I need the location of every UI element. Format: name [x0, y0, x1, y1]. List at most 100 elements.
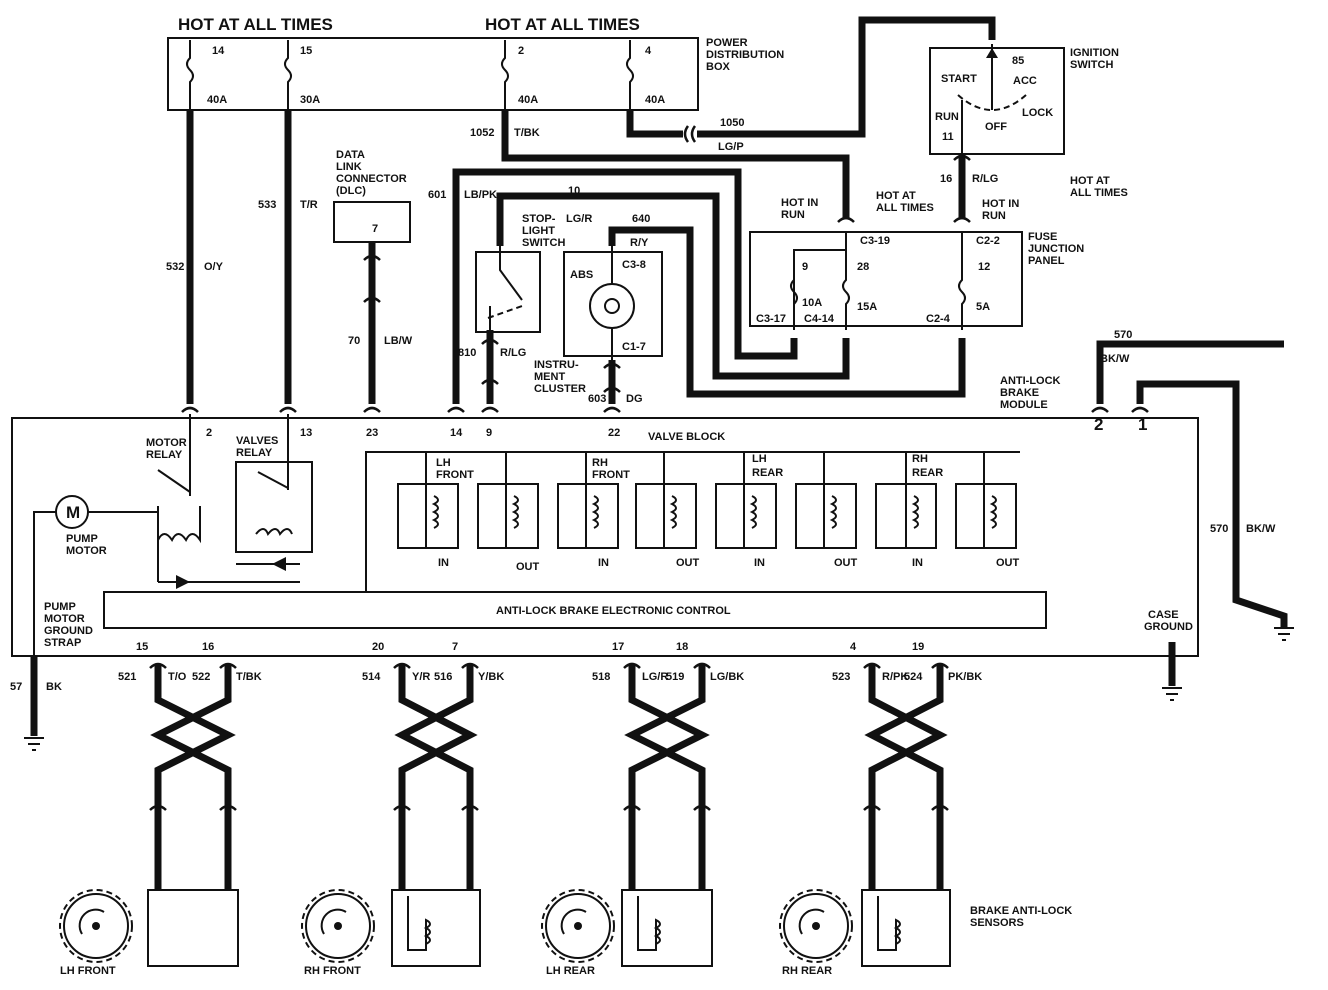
fuse-4-number: 4	[645, 45, 652, 57]
wire-1052: 1052 T/BK	[470, 110, 855, 223]
ground-strap-label-2: MOTOR	[44, 613, 85, 625]
fjp-conn-c2-4: C2-4	[926, 313, 951, 325]
ground-icon-57	[24, 737, 44, 751]
sensor-wire-b-circuit: 522	[192, 671, 210, 683]
sensors-label-1: BRAKE ANTI-LOCK	[970, 905, 1072, 917]
fjp-fuse-9	[790, 279, 798, 305]
stoplight-box	[475, 251, 541, 333]
abs-pin-20: 20	[372, 641, 384, 653]
rotation-arrow-icon	[798, 908, 825, 935]
ignition-pos-acc: ACC	[1013, 75, 1037, 87]
sensor-lead	[868, 830, 944, 890]
electronic-control-bar	[103, 591, 1047, 629]
rotation-arrow-icon	[320, 908, 347, 935]
wire-570: 570 BK/W 570 BK/W	[1096, 329, 1294, 641]
tone-wheel-icon	[779, 889, 853, 963]
pdb-label-line-1: POWER	[706, 37, 748, 49]
electronic-control-label: ANTI-LOCK BRAKE ELECTRONIC CONTROL	[496, 605, 731, 617]
rotation-arrow-icon	[78, 908, 105, 935]
dlc-label-2: LINK	[336, 161, 362, 173]
wire-603-circuit: 603	[588, 393, 606, 405]
valve-lh-front-label-1: LH	[436, 457, 451, 469]
fuse-4: 4 40A	[626, 40, 665, 110]
dlc-label-4: (DLC)	[336, 185, 366, 197]
sensor-wire-a-circuit: 523	[832, 671, 850, 683]
right-hot-at-all-a: HOT AT	[1070, 175, 1110, 187]
fjp-fuse-28-number: 28	[857, 261, 869, 273]
sensor-connector	[393, 662, 479, 811]
ground-strap-label-3: GROUND	[44, 625, 93, 637]
wire-570-top-circuit: 570	[1114, 329, 1132, 341]
valve-rh-front-in: RH FRONT IN	[557, 452, 630, 569]
sensor-name: RH REAR	[782, 965, 832, 977]
sensor-lead	[154, 830, 232, 890]
wire-810: 810 R/LG	[458, 330, 526, 404]
wire-570-top-color: BK/W	[1100, 353, 1130, 365]
ground-strap-label-4: STRAP	[44, 637, 81, 649]
fuse-2-number: 2	[518, 45, 524, 57]
rotation-arrow-icon	[560, 908, 587, 935]
sensor-name: LH FRONT	[60, 965, 116, 977]
tone-wheel-icon	[59, 889, 133, 963]
sensor-connector	[863, 662, 949, 811]
abs-gnd-pin-2: 2	[1094, 415, 1103, 434]
fuse-4-rating: 40A	[645, 94, 665, 106]
sensor-wire-b-color: Y/BK	[478, 671, 504, 683]
valve-rh-front-out: OUT	[635, 452, 700, 569]
tone-wheel-hub	[334, 922, 342, 930]
valves-relay-label-2: RELAY	[236, 447, 273, 459]
wire-57-circuit: 57	[10, 681, 22, 693]
pdb-label-line-2: DISTRIBUTION	[706, 49, 784, 61]
fjp-fuse-9-number: 9	[802, 261, 808, 273]
solenoid-coil-icon	[749, 495, 757, 529]
valve-lh-front-in-label: IN	[438, 557, 449, 569]
fjp-bus-run	[793, 232, 847, 330]
fuse-14: 14 40A	[186, 40, 227, 110]
sensor-wire-b-circuit: 524	[904, 671, 923, 683]
case-ground-icon	[1162, 687, 1182, 701]
abs-module-label-1: ANTI-LOCK	[1000, 375, 1061, 387]
wire-570-right-color: BK/W	[1246, 523, 1276, 535]
valve-rh-rear-in-label: IN	[912, 557, 923, 569]
sensor-wire-a-color: T/O	[168, 671, 187, 683]
right-hot-at-all-b: ALL TIMES	[1070, 187, 1128, 199]
sensor-body	[861, 889, 951, 967]
wire-16-circuit: 16	[940, 173, 952, 185]
hot-at-all-times-label-2: HOT AT ALL TIMES	[485, 15, 640, 34]
ignition-switch-label-1: IGNITION	[1070, 47, 1119, 59]
fuse-14-rating: 40A	[207, 94, 227, 106]
pump-motor-symbol: M	[66, 503, 80, 522]
valve-rh-rear-label-2: REAR	[912, 467, 943, 479]
tone-wheel-icon	[301, 889, 375, 963]
abs-pin-23: 23	[366, 427, 378, 439]
sensor-wire-b	[864, 664, 944, 830]
valve-lh-rear-out: OUT	[795, 452, 858, 569]
tone-wheel-ring	[63, 893, 129, 959]
ignition-switch-outline	[929, 47, 1065, 155]
tone-wheel-ring	[783, 893, 849, 959]
wire-70-color: LB/W	[384, 335, 413, 347]
sensor-connector	[149, 662, 237, 811]
fjp-label-1: FUSE	[1028, 231, 1057, 243]
ignition-terminal-11: 11	[942, 131, 954, 143]
wire-57-color: BK	[46, 681, 62, 693]
fjp-conn-c3-19: C3-19	[860, 235, 890, 247]
valve-rh-front-in-label: IN	[598, 557, 609, 569]
wire-1052-circuit: 1052	[470, 127, 494, 139]
solenoid-coil-icon	[511, 495, 519, 529]
abs-pin-17: 17	[612, 641, 624, 653]
wire-810-color: R/LG	[500, 347, 526, 359]
solenoid-coil-icon	[431, 495, 439, 529]
wire-532: 532 O/Y	[166, 110, 224, 404]
valve-rh-front-label-1: RH	[592, 457, 608, 469]
tone-wheel-icon	[541, 889, 615, 963]
motor-relay	[157, 414, 201, 544]
ic-label-3: CLUSTER	[534, 383, 586, 395]
valve-lh-front-label-2: FRONT	[436, 469, 474, 481]
valve-rh-rear-out: OUT	[955, 452, 1020, 569]
abs-gnd-pin-1: 1	[1138, 415, 1147, 434]
abs-module-label-3: MODULE	[1000, 399, 1048, 411]
sensor-wire-a-circuit: 521	[118, 671, 136, 683]
abs-warning-lamp	[589, 283, 635, 329]
